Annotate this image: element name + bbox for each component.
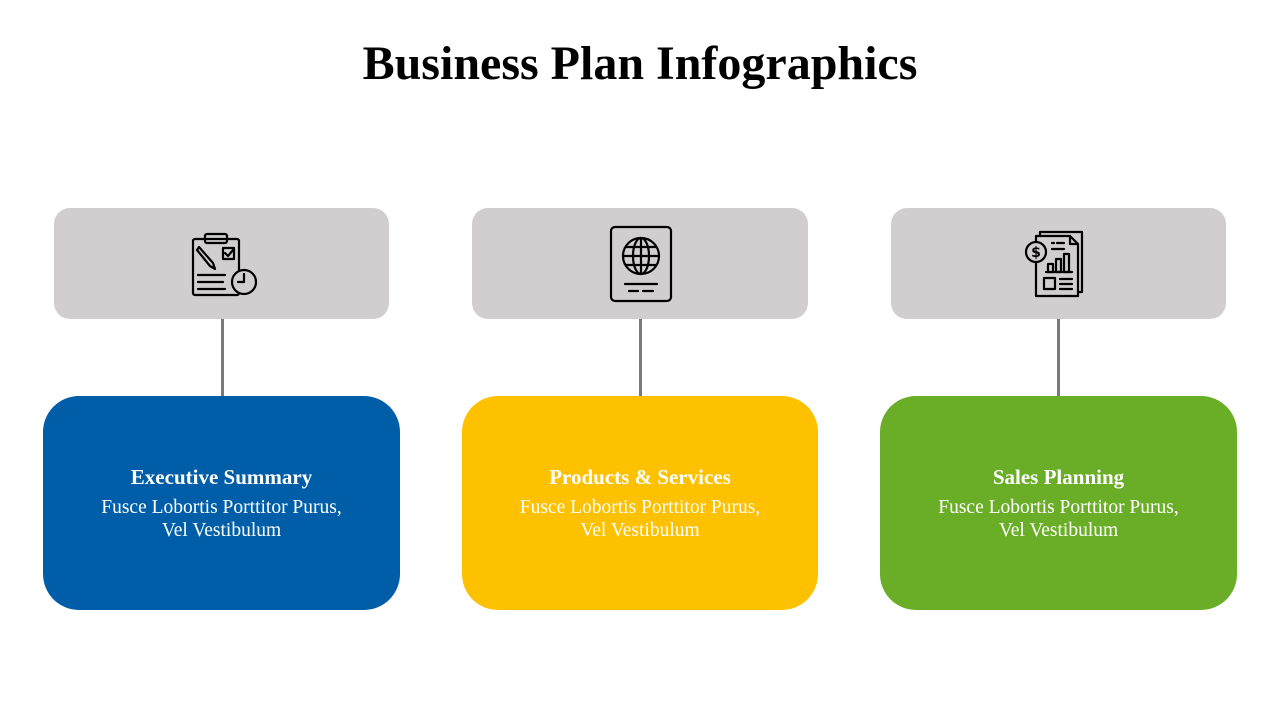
icon-panel-executive-summary	[54, 208, 389, 319]
card-executive-summary: Executive Summary Fusce Lobortis Porttit…	[43, 396, 400, 610]
card-text: Vel Vestibulum	[161, 519, 282, 541]
passport-globe-icon	[609, 225, 673, 302]
card-heading: Products & Services	[549, 464, 731, 489]
connector-line	[1057, 319, 1060, 396]
card-heading: Executive Summary	[130, 464, 313, 489]
icon-panel-products-services	[472, 208, 808, 319]
connector-line	[639, 319, 642, 396]
card-text: Fusce Lobortis Porttitor Purus,	[519, 496, 761, 518]
card-text: Fusce Lobortis Porttitor Purus,	[938, 496, 1179, 518]
card-text: Vel Vestibulum	[580, 519, 700, 541]
icon-panel-sales-planning: $	[891, 208, 1226, 319]
card-sales-planning: Sales Planning Fusce Lobortis Porttitor …	[880, 396, 1237, 610]
financial-report-icon: $	[1024, 230, 1083, 297]
page-title: Business Plan Infographics	[362, 37, 918, 90]
card-heading: Sales Planning	[992, 464, 1125, 489]
card-text: Fusce Lobortis Porttitor Purus,	[101, 496, 342, 518]
card-text: Vel Vestibulum	[998, 519, 1119, 541]
card-products-services: Products & Services Fusce Lobortis Portt…	[462, 396, 818, 610]
svg-text:$: $	[1031, 245, 1041, 261]
clipboard-clock-icon	[191, 232, 257, 296]
connector-line	[221, 319, 224, 396]
